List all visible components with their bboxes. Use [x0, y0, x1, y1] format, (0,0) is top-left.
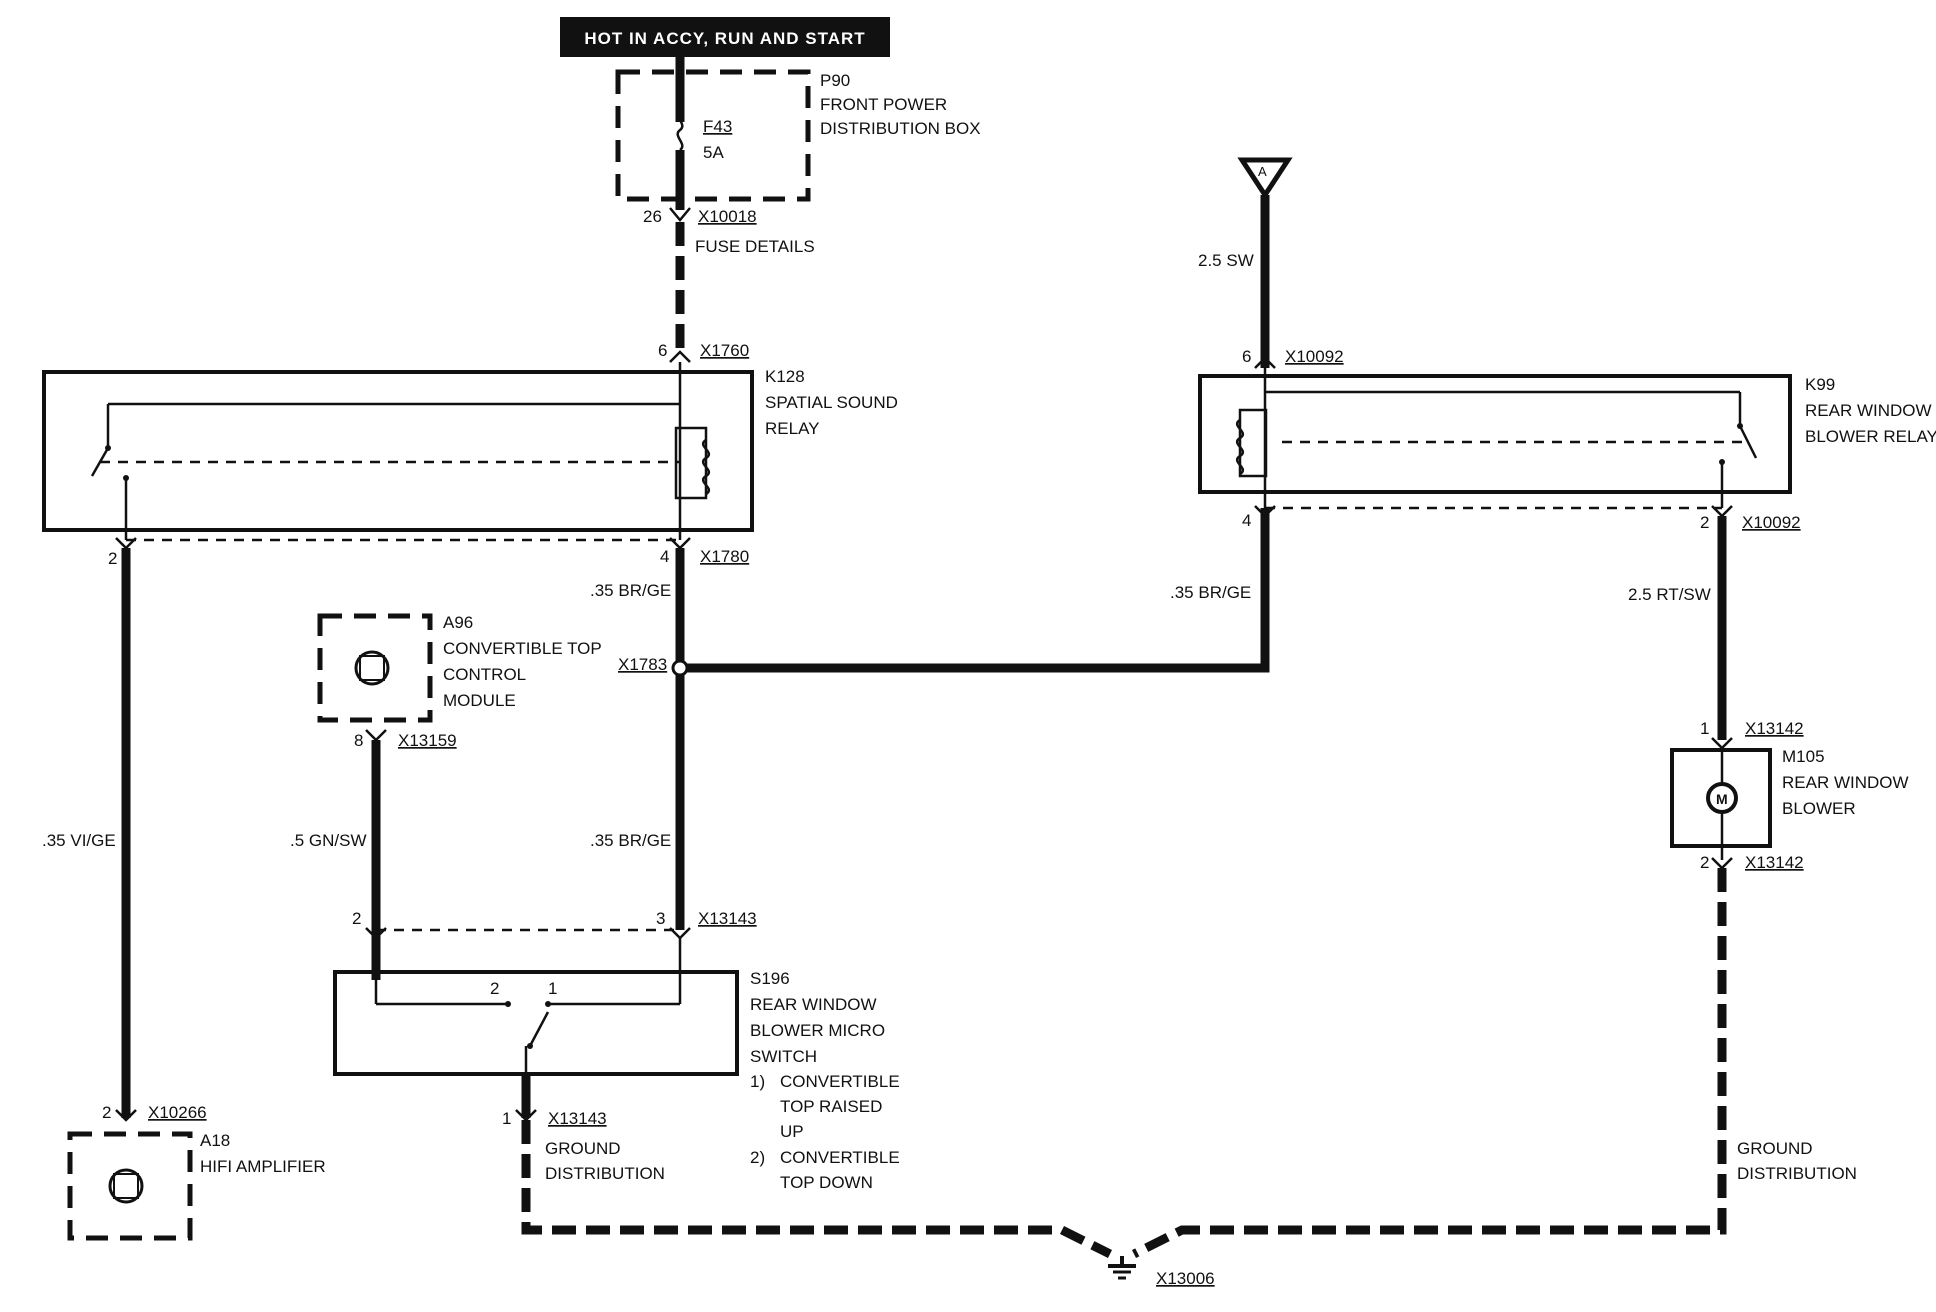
antenna-label: A	[1258, 164, 1267, 179]
s196-note1-line3: UP	[780, 1122, 804, 1141]
m105-rear-window-blower: 1 X13142 M M105 REAR WINDOW BLOWER 2 X13…	[1670, 719, 1909, 872]
motor-icon	[1706, 782, 1738, 814]
s196-contact-1: 1	[548, 979, 557, 998]
ground-right-1: GROUND	[1737, 1139, 1813, 1158]
antenna-wire-label: 2.5 SW	[1198, 251, 1254, 270]
wire-label-k99-blower: 2.5 RT/SW	[1628, 585, 1711, 604]
p90-id: P90	[820, 71, 850, 90]
wire-label-k99-splice: .35 BR/GE	[1170, 583, 1251, 602]
s196-contact-2: 2	[490, 979, 499, 998]
k99-name-2: BLOWER RELAY	[1805, 427, 1936, 446]
a18-hifi-amplifier: 2 X10266 A18 HIFI AMPLIFIER	[67, 1103, 326, 1241]
m105-pin-bot: 2	[1700, 853, 1709, 872]
module-icon	[354, 650, 390, 686]
fuse-details-note: FUSE DETAILS	[695, 237, 815, 256]
s196-note1-line1: CONVERTIBLE	[780, 1072, 900, 1091]
amplifier-icon	[108, 1168, 144, 1204]
m105-conn-bot: X13142	[1745, 853, 1804, 872]
s196-id: S196	[750, 969, 790, 988]
k99-id: K99	[1805, 375, 1835, 394]
motor-symbol: M	[1716, 791, 1728, 807]
fuse-id: F43	[703, 117, 732, 136]
a18-connector: X10266	[148, 1103, 207, 1122]
a96-pin: 8	[354, 731, 363, 750]
m105-pin-top: 1	[1700, 719, 1709, 738]
s196-pin-right: 3	[656, 909, 665, 928]
s196-note2-line2: TOP DOWN	[780, 1173, 873, 1192]
a96-name-3: MODULE	[443, 691, 516, 710]
k99-coil-icon	[1238, 408, 1268, 478]
wire-label-a96: .5 GN/SW	[290, 831, 367, 850]
a18-id: A18	[200, 1131, 230, 1150]
connector-x10018: 26 X10018 FUSE DETAILS	[643, 207, 815, 256]
k99-pin-top: 6	[1242, 347, 1251, 366]
k99-contact-icon	[1738, 425, 1758, 459]
k128-spatial-sound-relay: 6 X1760 K128 SPATIAL SOUND RELAY 2 4 X17…	[42, 341, 898, 568]
s196-note1-num: 1)	[750, 1072, 765, 1091]
power-banner-text: HOT IN ACCY, RUN AND START	[584, 29, 865, 48]
k99-rear-window-blower-relay: 6 X10092 K99 REAR WINDOW BLOWER RELAY 4 …	[1198, 347, 1936, 532]
p90-distribution-box: P90 FRONT POWER DISTRIBUTION BOX F43 5A	[615, 57, 981, 210]
k99-pin-bot-left: 4	[1242, 511, 1251, 530]
p90-connector: X10018	[698, 207, 757, 226]
s196-ground-2: DISTRIBUTION	[545, 1164, 665, 1183]
k128-pin-bot-left: 2	[108, 549, 117, 568]
wire-ground-left	[521, 1120, 1113, 1259]
k128-name-1: SPATIAL SOUND	[765, 393, 898, 412]
s196-note2-num: 2)	[750, 1148, 765, 1167]
k99-conn-top: X10092	[1285, 347, 1344, 366]
k99-pin-bot-right: 2	[1700, 513, 1709, 532]
s196-connector-top: X13143	[698, 909, 757, 928]
k128-pin-bot-right: 4	[660, 547, 669, 566]
power-banner: HOT IN ACCY, RUN AND START	[560, 17, 890, 57]
s196-note2-line1: CONVERTIBLE	[780, 1148, 900, 1167]
a96-name-2: CONTROL	[443, 665, 526, 684]
antenna-feed: A 2.5 SW	[1198, 157, 1293, 368]
k128-name-2: RELAY	[765, 419, 820, 438]
k99-conn-bot: X10092	[1742, 513, 1801, 532]
s196-name-2: BLOWER MICRO	[750, 1021, 885, 1040]
fuse-rating: 5A	[703, 143, 724, 162]
p90-pin: 26	[643, 207, 662, 226]
a18-pin: 2	[102, 1103, 111, 1122]
p90-name-2: DISTRIBUTION BOX	[820, 119, 981, 138]
m105-id: M105	[1782, 747, 1825, 766]
k128-id: K128	[765, 367, 805, 386]
m105-name-2: BLOWER	[1782, 799, 1856, 818]
ground-point-id: X13006	[1156, 1269, 1215, 1288]
k99-name-1: REAR WINDOW	[1805, 401, 1932, 420]
wire-label-k128-splice: .35 BR/GE	[590, 581, 671, 600]
a96-id: A96	[443, 613, 473, 632]
s196-name-3: SWITCH	[750, 1047, 817, 1066]
a18-name: HIFI AMPLIFIER	[200, 1157, 326, 1176]
fuse-icon	[676, 109, 684, 151]
wire-label-splice-switch: .35 BR/GE	[590, 831, 671, 850]
switch-contact-icon	[528, 1011, 550, 1047]
wire-ground-right	[1131, 868, 1727, 1259]
a96-convertible-top-module: A96 CONVERTIBLE TOP CONTROL MODULE 8 X13…	[317, 613, 602, 750]
wire-splice-k99	[687, 508, 1270, 673]
antenna-icon	[1237, 157, 1293, 200]
s196-note1-line2: TOP RAISED	[780, 1097, 882, 1116]
a96-name-1: CONVERTIBLE TOP	[443, 639, 602, 658]
s196-ground-1: GROUND	[545, 1139, 621, 1158]
wire-label-amp: .35 VI/GE	[42, 831, 116, 850]
ground-point: X13006	[1108, 1256, 1215, 1288]
s196-micro-switch: 2 3 X13143 2 1 S196 REAR WINDOW BLOWER M…	[333, 909, 900, 1192]
splice-id: X1783	[618, 655, 667, 674]
s196-name-1: REAR WINDOW	[750, 995, 877, 1014]
p90-name-1: FRONT POWER	[820, 95, 947, 114]
k128-conn-bot: X1780	[700, 547, 749, 566]
k128-conn-top: X1760	[700, 341, 749, 360]
m105-name-1: REAR WINDOW	[1782, 773, 1909, 792]
m105-conn-top: X13142	[1745, 719, 1804, 738]
k128-pin-top: 6	[658, 341, 667, 360]
ground-right-2: DISTRIBUTION	[1737, 1164, 1857, 1183]
s196-connector-bottom: X13143	[548, 1109, 607, 1128]
a96-connector: X13159	[398, 731, 457, 750]
s196-pin-bottom: 1	[502, 1109, 511, 1128]
s196-pin-left: 2	[352, 909, 361, 928]
